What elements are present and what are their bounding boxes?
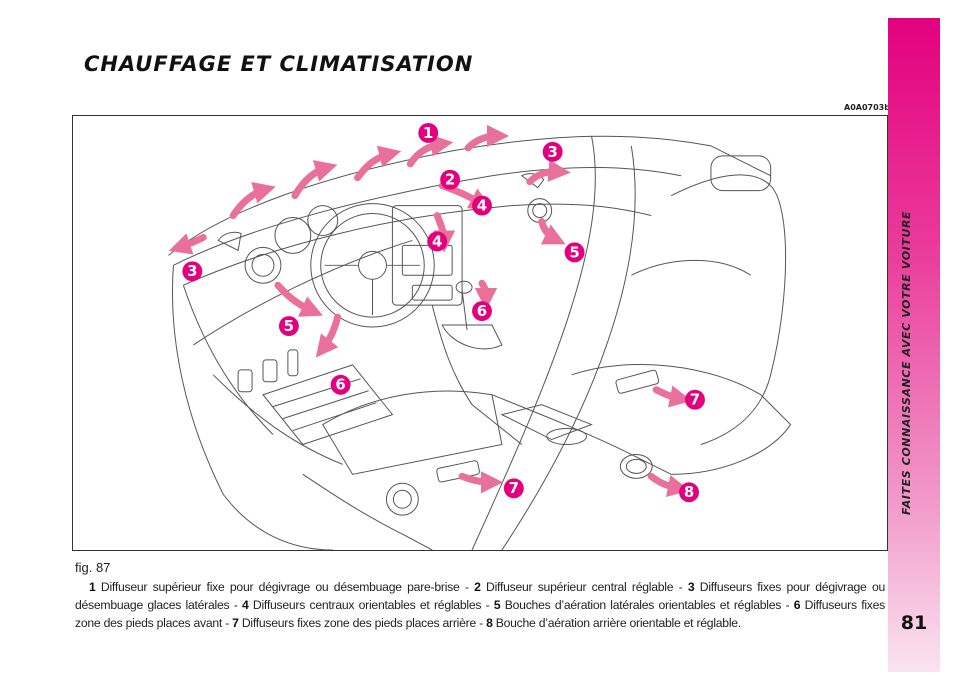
caption-text-8: Bouche d’aération arrière orientable et … [495,616,741,630]
badge-8: 8 [679,482,699,503]
airflow-arrows [168,124,693,498]
badge-3-right: 3 [542,141,563,162]
side-band [888,18,940,672]
caption-text-4: Diffuseurs centraux orientables et régla… [252,598,494,612]
svg-text:4: 4 [432,232,442,250]
caption-num-4: 4 [241,598,249,612]
caption-num-5: 5 [493,598,501,612]
badge-6-left: 6 [330,374,351,395]
caption-text-6: Diffuseurs fixes zone des pieds places a… [75,598,886,630]
badge-7-left: 7 [503,478,524,499]
figure-label: fig. 87 [75,560,111,575]
side-band-text: FAITES CONNAISSANCE AVEC VOTRE VOITURE [900,210,913,515]
badge-3-left: 3 [182,261,203,282]
caption-text-5: Bouches d’aération latérales orientables… [504,598,794,612]
svg-text:6: 6 [477,302,487,320]
badge-4-top: 4 [472,195,492,216]
svg-text:8: 8 [684,483,694,501]
svg-text:5: 5 [284,317,294,335]
callout-badges: 1 2 3 3 4 4 5 5 6 6 7 7 8 [182,122,705,503]
svg-text:1: 1 [423,124,433,142]
car-interior-drawing [168,135,792,550]
caption-num-7: 7 [232,616,239,630]
page-title: CHAUFFAGE ET CLIMATISATION [84,52,474,76]
svg-text:6: 6 [335,376,345,394]
svg-text:4: 4 [477,197,487,215]
svg-text:5: 5 [569,243,579,261]
badge-6-right: 6 [472,301,492,322]
svg-text:7: 7 [509,479,519,497]
caption-text-3: Diffuseurs fixes pour dégivrage ou désem… [75,580,885,612]
caption-num-2: 2 [474,580,481,594]
badge-1: 1 [418,122,439,143]
figure-caption: 1 Diffuseur supérieur fixe pour dégivrag… [75,578,885,632]
figure-illustration: 1 2 3 3 4 4 5 5 6 6 7 7 8 [72,115,888,551]
badge-5-left: 5 [278,316,299,336]
badge-4-bottom: 4 [427,231,448,252]
svg-text:3: 3 [547,143,557,161]
caption-text-2: Diffuseur supérieur central réglable - [486,580,688,594]
svg-text:7: 7 [690,391,700,409]
caption-num-3: 3 [687,580,695,594]
badge-5-right: 5 [564,242,585,263]
caption-num-6: 6 [793,598,801,612]
svg-text:3: 3 [187,262,197,280]
svg-text:2: 2 [445,171,455,189]
caption-text-1: Diffuseur supérieur fixe pour dégivrage … [100,580,475,594]
badge-2: 2 [440,169,461,190]
figure-ref-code: A0A0703b [844,103,890,112]
caption-num-8: 8 [486,616,493,630]
caption-num-1: 1 [89,580,96,594]
badge-7-right: 7 [685,389,705,410]
page-number: 81 [900,612,928,634]
caption-text-7: Diffuseurs fixes zone des pieds places a… [241,616,487,630]
